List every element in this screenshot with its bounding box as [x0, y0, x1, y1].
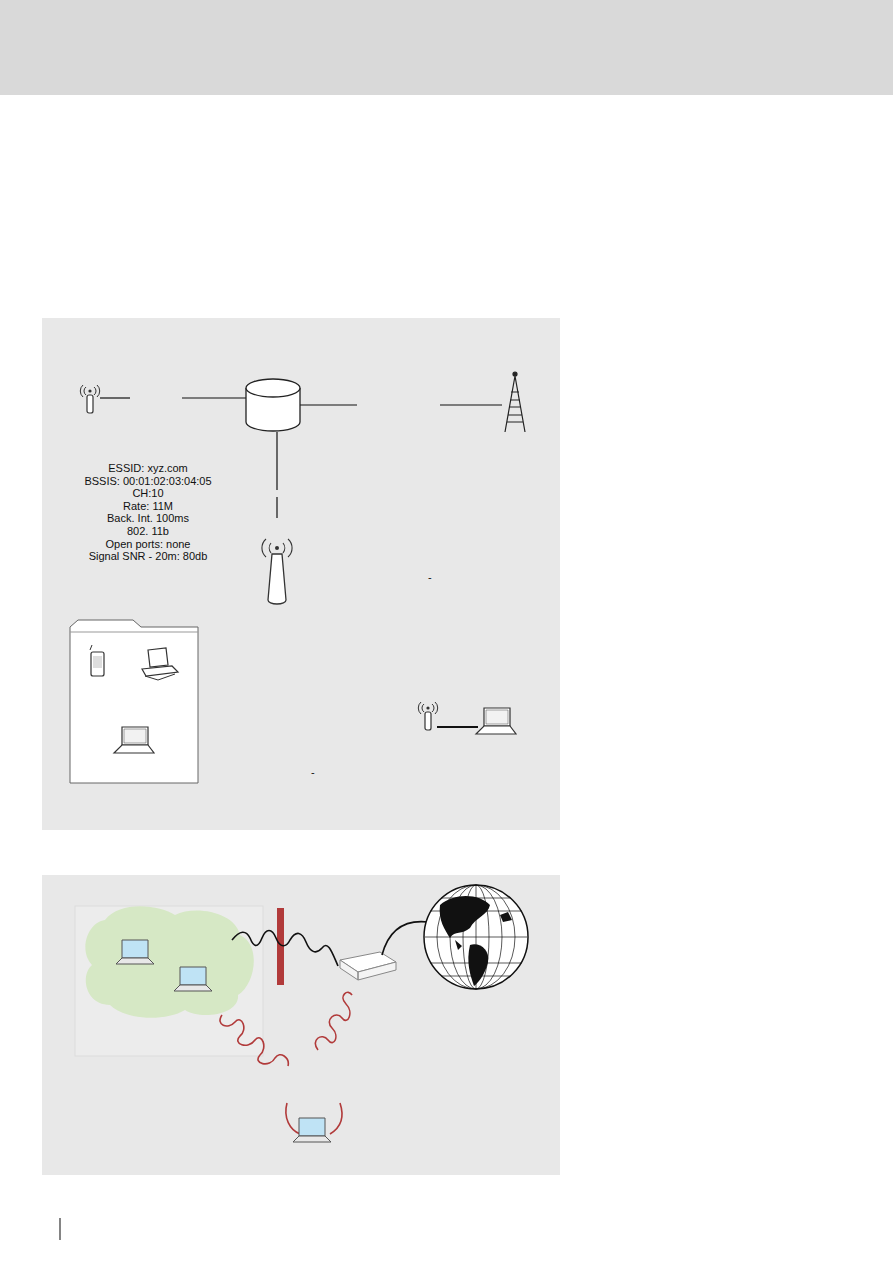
- spec-line: Signal SNR - 20m: 80db: [58, 550, 238, 563]
- tower-icon: [505, 372, 525, 432]
- phone-icon: [90, 645, 104, 676]
- spec-line: Back. Int. 100ms: [58, 512, 238, 525]
- spec-line: CH:10: [58, 487, 238, 500]
- spec-line: ESSID: xyz.com: [58, 462, 238, 475]
- lan-cloud: [85, 906, 253, 1018]
- spec-line: BSSIS: 00:01:02:03:04:05: [58, 475, 238, 488]
- panel: [42, 875, 560, 1175]
- globe: [424, 885, 528, 989]
- zone: [75, 906, 263, 1056]
- server-icon: [246, 379, 300, 431]
- header-band: [0, 0, 893, 95]
- panel: [42, 318, 560, 830]
- access-point-icon: [262, 539, 292, 604]
- dash-mark: -: [311, 766, 315, 779]
- spec-line: Rate: 11M: [58, 500, 238, 513]
- spec-line: 802. 11b: [58, 525, 238, 538]
- text-block: ESSID: xyz.comBSSIS: 00:01:02:03:04:05CH…: [58, 462, 238, 563]
- folder: [70, 620, 198, 783]
- desktop-icon: [142, 648, 178, 680]
- dash-mark: -: [428, 571, 432, 584]
- spec-line: Open ports: none: [58, 538, 238, 551]
